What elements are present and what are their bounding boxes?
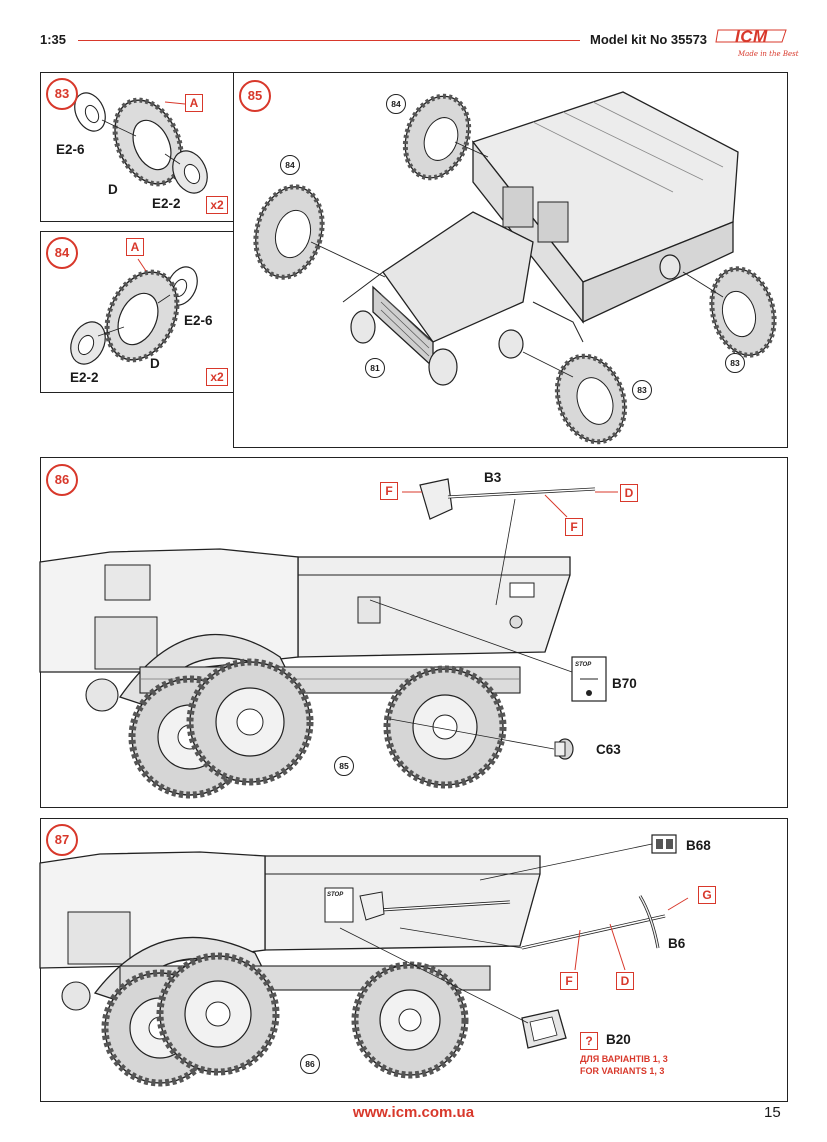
part-label-b3: B3 — [484, 470, 502, 485]
part-label-e2-2: E2-2 — [152, 196, 181, 211]
ref-step-83: 83 — [632, 380, 652, 400]
ref-step-84: 84 — [280, 155, 300, 175]
brand-tagline: Made in the Best — [738, 50, 799, 58]
brand-logo: ICM — [735, 27, 768, 46]
page-number: 15 — [764, 1104, 781, 1121]
multiplier-badge: x2 — [206, 368, 228, 386]
step-number-85: 85 — [239, 80, 271, 112]
stop-sign-text: STOP — [575, 662, 592, 668]
footer-website-link[interactable]: www.icm.com.ua — [352, 1104, 475, 1121]
part-label-b68: B68 — [686, 838, 711, 853]
part-tag-f: F — [560, 972, 578, 990]
ref-step-85: 85 — [334, 756, 354, 776]
part-label-e2-6: E2-6 — [56, 142, 85, 157]
stop-sign-text: STOP — [327, 892, 344, 898]
part-tag-g: G — [698, 886, 716, 904]
scale-label: 1:35 — [40, 32, 67, 47]
multiplier-badge: x2 — [206, 196, 228, 214]
variant-note-ua: ДЛЯ ВАРІАНТІВ 1, 3 — [580, 1054, 668, 1064]
optional-part-badge: ? — [580, 1032, 598, 1050]
ref-step-83: 83 — [725, 353, 745, 373]
part-tag-d: D — [620, 484, 638, 502]
step-number-86: 86 — [46, 464, 78, 496]
step-number-87: 87 — [46, 824, 78, 856]
ref-step-81: 81 — [365, 358, 385, 378]
part-label-b20: B20 — [606, 1032, 631, 1047]
part-tag-a: A — [185, 94, 203, 112]
ref-step-84: 84 — [386, 94, 406, 114]
body-side-tools-drawing — [39, 834, 689, 1087]
part-label-d: D — [150, 356, 160, 371]
step-number-84: 84 — [46, 237, 78, 269]
wheel-assembly-84-drawing — [70, 258, 198, 365]
part-label-e2-2: E2-2 — [70, 370, 99, 385]
header-rule — [78, 40, 580, 41]
part-tag-a: A — [126, 238, 144, 256]
body-side-drawing — [39, 478, 618, 799]
wheel-assembly-83-drawing — [74, 92, 208, 194]
part-label-c63: C63 — [596, 742, 621, 757]
part-label-b6: B6 — [668, 936, 686, 951]
kit-number: Model kit No 35573 — [590, 32, 708, 47]
ref-step-86: 86 — [300, 1054, 320, 1074]
part-label-b70: B70 — [612, 676, 637, 691]
step-number-83: 83 — [46, 78, 78, 110]
part-tag-d: D — [616, 972, 634, 990]
part-tag-f: F — [565, 518, 583, 536]
brand-logo-icon — [715, 29, 787, 43]
part-label-d: D — [108, 182, 118, 197]
part-label-e2-6: E2-6 — [184, 313, 213, 328]
variant-note-en: FOR VARIANTS 1, 3 — [580, 1066, 665, 1076]
part-tag-f: F — [380, 482, 398, 500]
vehicle-wheel-fitting-drawing — [253, 91, 777, 445]
